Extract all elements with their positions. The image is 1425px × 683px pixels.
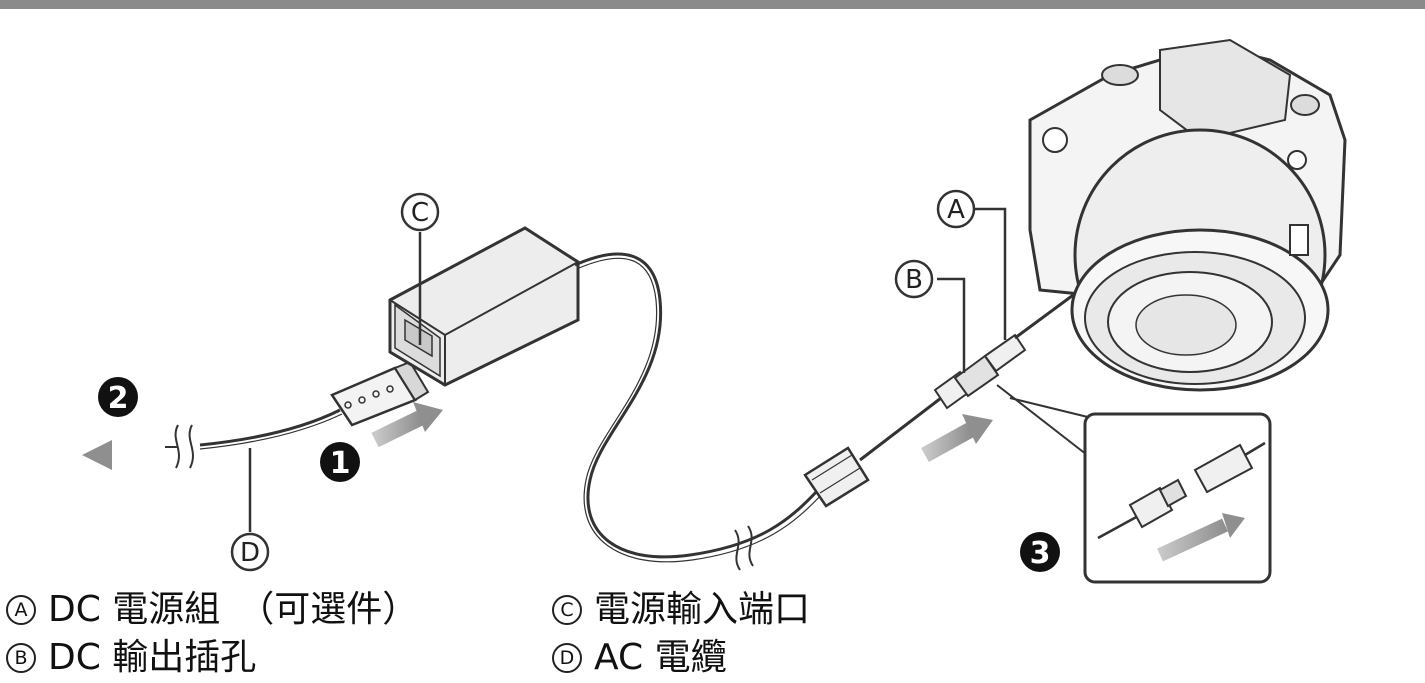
callout-lines [248, 207, 1101, 532]
step-2-badge: 2 [98, 377, 138, 417]
callout-b: B [894, 259, 934, 299]
svg-text:C: C [411, 198, 429, 228]
svg-text:A: A [947, 195, 965, 225]
step-1-badge: 1 [320, 442, 360, 482]
dc-coupler [933, 288, 1081, 410]
top-rule [0, 0, 1425, 9]
svg-text:1: 1 [330, 446, 351, 481]
svg-text:B: B [905, 265, 923, 295]
insert-arrow-coupler [921, 414, 993, 462]
svg-text:3: 3 [1030, 536, 1051, 571]
camera [1028, 38, 1347, 392]
svg-text:2: 2 [108, 381, 129, 416]
step-3-badge: 3 [1020, 532, 1060, 572]
svg-text:D: D [240, 538, 260, 568]
callout-d: D [230, 532, 270, 572]
insert-arrow-adapter [371, 402, 443, 448]
ferrite-core [803, 446, 870, 508]
dc-adapter [388, 226, 580, 387]
plug-in-arrow-outlet [82, 440, 165, 470]
inset-detail [1083, 412, 1272, 584]
dc-cable [574, 252, 823, 571]
callout-c: C [400, 192, 440, 232]
coupler-cable [859, 393, 946, 462]
ac-plug [330, 360, 430, 427]
callout-a: A [936, 189, 976, 229]
ac-cable [165, 408, 343, 469]
